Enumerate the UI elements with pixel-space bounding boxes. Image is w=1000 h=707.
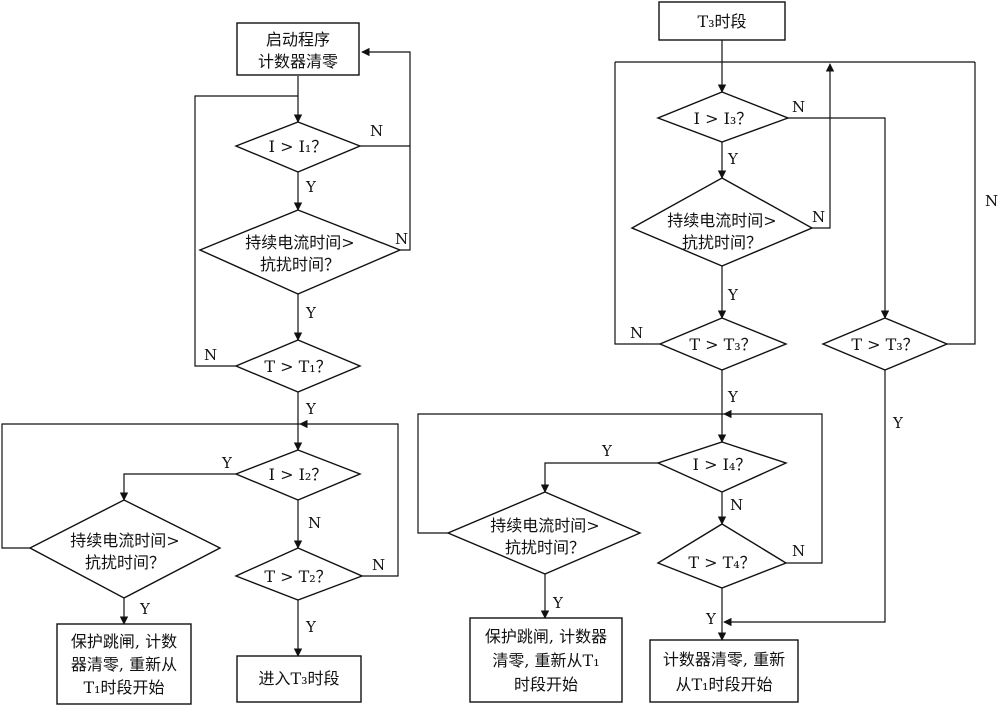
label-dur3-no: N (812, 208, 825, 226)
label-i3-yes: Y (727, 150, 739, 168)
svg-text:持续电流时间>抗扰时间？: 持续电流时间>抗扰时间？ (70, 531, 179, 572)
label-t3a-no: N (630, 324, 643, 342)
label-t4-yes: Y (705, 610, 717, 628)
label-t2-no: N (372, 556, 385, 574)
svg-text:T > T₃？: T > T₃？ (689, 335, 756, 354)
label-dur3-yes: Y (727, 286, 739, 304)
decision-t-gt-t1: T > T₁？ (234, 339, 362, 393)
edges-left (1, 47, 411, 657)
svg-text:I > I₁？: I > I₁？ (269, 137, 328, 156)
edge-t3b-yes (723, 370, 886, 627)
label-i2-yes: Y (221, 454, 233, 472)
svg-text:保护跳闸, 计数器清零, 重新从T₁时段开始: 保护跳闸, 计数器清零, 重新从T₁时段开始 (71, 632, 177, 697)
label-i1-no: N (370, 122, 383, 140)
edge-dur1-no-loop (400, 146, 411, 251)
edge-t2-no-loop (299, 419, 399, 577)
edge-i1-no-loop (360, 47, 411, 147)
decision-t-gt-t3-a: T > T₃？ (658, 317, 788, 371)
box-t3-title: T₃时段 (658, 1, 786, 41)
label-i1-yes: Y (305, 178, 317, 196)
decision-duration-2: 持续电流时间>抗扰时间？ (28, 499, 222, 599)
edge-t3b-no-loop (947, 62, 976, 345)
edge-i2-yes (119, 473, 236, 501)
svg-text:I > I₃？: I > I₃？ (694, 109, 753, 128)
decision-i-gt-i2: I > I₂？ (234, 449, 362, 501)
svg-text:T > T₂？: T > T₂？ (264, 567, 331, 586)
decision-t-gt-t3-b: T > T₃？ (821, 317, 949, 371)
label-t3a-yes: Y (727, 388, 739, 406)
svg-text:计数器清零, 重新从T₁时段开始: 计数器清零, 重新从T₁时段开始 (663, 650, 785, 694)
label-dur4-yes: Y (552, 594, 564, 612)
svg-text:持续电流时间>抗扰时间？: 持续电流时间>抗扰时间？ (490, 516, 599, 557)
label-dur2-yes: Y (139, 600, 151, 618)
box-reset: 计数器清零, 重新从T₁时段开始 (649, 639, 799, 703)
svg-text:T > T₁？: T > T₁？ (264, 357, 331, 376)
label-dur1-no: N (395, 230, 408, 248)
edge-t4-no-loop (723, 409, 823, 564)
decision-duration-3: 持续电流时间>抗扰时间？ (630, 177, 814, 267)
label-i2-no: N (308, 514, 321, 532)
svg-text:启动程序计数器清零: 启动程序计数器清零 (258, 30, 338, 71)
node-start: 启动程序计数器清零 (236, 22, 360, 76)
edge-i4-yes (540, 462, 658, 493)
svg-text:持续电流时间>抗扰时间？: 持续电流时间>抗扰时间？ (245, 233, 354, 274)
svg-text:T₃时段: T₃时段 (697, 12, 746, 31)
edge-dur4-no-loop (417, 413, 724, 534)
branch-labels: N Y N Y N Y Y N N Y Y N Y N N Y N Y Y Y … (139, 98, 998, 636)
label-t2-yes: Y (305, 618, 317, 636)
box-enter-t3: 进入T₃时段 (236, 655, 362, 703)
label-dur1-yes: Y (305, 304, 317, 322)
label-i3-no: N (792, 98, 805, 116)
svg-text:I > I₂？: I > I₂？ (269, 465, 328, 484)
decision-t-gt-t2: T > T₂？ (234, 547, 364, 601)
label-t1-yes: Y (305, 400, 317, 418)
svg-text:进入T₃时段: 进入T₃时段 (258, 669, 339, 688)
svg-text:保护跳闸, 计数器清零, 重新从T₁时段开始: 保护跳闸, 计数器清零, 重新从T₁时段开始 (485, 627, 607, 694)
edge-i3-no (788, 117, 890, 319)
svg-text:I > I₄？: I > I₄？ (693, 455, 752, 474)
decision-duration-4: 持续电流时间>抗扰时间？ (446, 491, 642, 575)
edge-dur3-no-loop (812, 63, 835, 229)
decision-t-gt-t4: T > T₄？ (656, 523, 788, 589)
decision-duration-1: 持续电流时间>抗扰时间？ (198, 209, 402, 295)
svg-text:持续电流时间>抗扰时间？: 持续电流时间>抗扰时间？ (667, 211, 776, 252)
label-i4-yes: Y (601, 442, 613, 460)
edges-right (417, 40, 976, 641)
svg-text:T > T₄？: T > T₄？ (688, 553, 755, 572)
decision-i-gt-i4: I > I₄？ (656, 441, 788, 493)
decision-i-gt-i3: I > I₃？ (656, 91, 790, 143)
edge-dur2-no-loop (1, 423, 300, 549)
label-t3b-no: N (985, 192, 998, 210)
label-t3b-yes: Y (892, 414, 904, 432)
edge-t1-no-loop (194, 95, 298, 367)
label-t4-no: N (792, 542, 805, 560)
label-t1-no: N (204, 346, 217, 364)
edge-t3a-no-loop (614, 62, 660, 345)
decision-i-gt-i1: I > I₁？ (234, 121, 362, 173)
svg-text:T > T₃？: T > T₃？ (851, 335, 918, 354)
label-i4-no: N (730, 496, 743, 514)
